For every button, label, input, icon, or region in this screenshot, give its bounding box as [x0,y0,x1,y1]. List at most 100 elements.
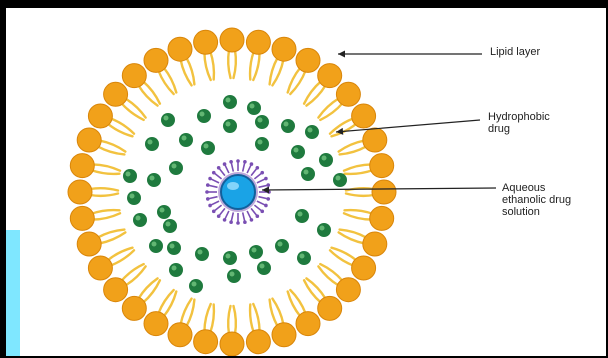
lipid-tail [344,164,371,170]
lipid-head [70,206,94,230]
drug-particle [223,95,237,109]
drug-particle-highlight [304,170,309,175]
lipid-tail [250,305,254,333]
drug-particle [169,161,183,175]
drug-particle [163,219,177,233]
lipid-head [246,330,270,354]
lipid-head [88,104,112,128]
drug-particle-highlight [192,282,197,287]
lipid-head [296,312,320,336]
lipid-head [144,48,168,72]
core-fringe-dot [266,197,270,201]
drug-particle [333,173,347,187]
drug-particle-highlight [336,176,341,181]
drug-particle [161,113,175,127]
core-fringe-dot [243,160,247,164]
pointer-lipid-layer-arrowhead [338,51,345,58]
drug-particle [295,209,309,223]
drug-particle [179,133,193,147]
lipid-tail [93,164,120,170]
drug-particle-highlight [278,242,283,247]
lipid-head [77,128,101,152]
core-fringe-dot [256,214,260,218]
lipid-head [363,128,387,152]
lipid-head [122,296,146,320]
drug-particle-highlight [260,264,265,269]
drug-particle-highlight [250,104,255,109]
drug-particle [127,191,141,205]
drug-particle [147,173,161,187]
core-fringe-dot [223,218,227,222]
lipid-head [272,323,296,347]
drug-particle [189,279,203,293]
drug-particle [227,269,241,283]
lipid-head [194,30,218,54]
core-fringe-dot [260,171,264,175]
drug-particle [255,137,269,151]
core-fringe-dot [208,204,212,208]
lipid-head [77,232,101,256]
core-fringe-dot [260,210,264,214]
lipid-head [104,278,128,302]
core-fringe-dot [250,218,254,222]
drug-particle-highlight [320,226,325,231]
lipid-head [363,232,387,256]
drug-particle-highlight [172,266,177,271]
aqueous-drug-core [205,159,271,225]
lipid-head [246,30,270,54]
lipid-tail [228,306,230,334]
lipid-tail [253,304,259,331]
core-fringe-dot [266,183,270,187]
core-highlight [227,182,239,190]
lipid-head [336,278,360,302]
drug-particle [275,239,289,253]
drug-particle-highlight [252,248,257,253]
core-fringe-dot [236,159,240,163]
drug-particle [301,167,315,181]
lipid-tail [92,170,120,174]
drug-particle-highlight [226,122,231,127]
lipid-head [220,28,244,52]
drug-particle [255,115,269,129]
core-fringe-dot [243,220,247,224]
lipid-head [144,312,168,336]
lipid-tail [90,194,118,196]
drug-particle-highlight [322,156,327,161]
lipid-tail [210,305,214,333]
lipid-head [272,37,296,61]
core-fringe-dot [229,160,233,164]
lipid-head [168,323,192,347]
lipid-tail [250,52,254,80]
lipid-tail [345,210,373,214]
core-fringe-dot [217,166,221,170]
lipid-head [352,104,376,128]
lipid-tail [204,304,210,331]
lipid-head [370,206,394,230]
core-fringe-dot [250,162,254,166]
drug-particle [145,137,159,151]
drug-particle-highlight [294,148,299,153]
drug-particle-highlight [258,140,263,145]
lipid-tail [210,52,214,80]
drug-particle-highlight [160,208,165,213]
core-fringe-dot [208,177,212,181]
drug-particle-highlight [166,222,171,227]
lipid-head [194,330,218,354]
drug-particle [319,153,333,167]
drug-particle-highlight [200,112,205,117]
drug-particle [257,261,271,275]
lipid-tail [345,170,373,174]
lipid-tail [93,213,120,219]
lipid-head [370,154,394,178]
label-aqueous-solution: Aqueous ethanolic drug solution [502,182,571,218]
drug-particle-highlight [308,128,313,133]
lipid-tail [92,210,120,214]
drug-particle-highlight [126,172,131,177]
label-lipid-layer: Lipid layer [490,46,540,58]
drug-particle-highlight [152,242,157,247]
lipid-head [220,332,244,356]
lipid-head [70,154,94,178]
drug-particle-highlight [136,216,141,221]
drug-particle-highlight [148,140,153,145]
drug-particle [297,251,311,265]
